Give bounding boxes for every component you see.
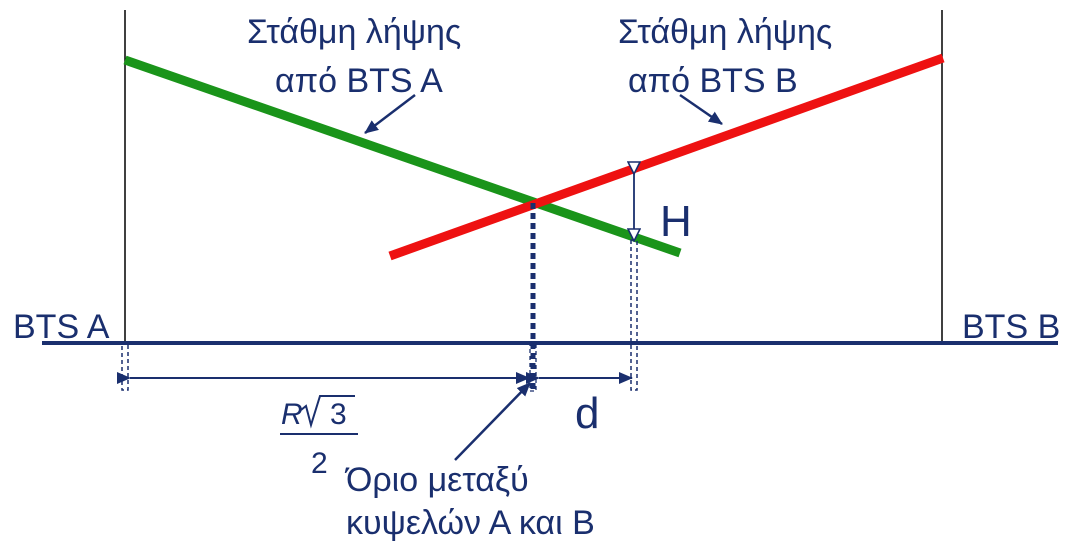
pointer-arrow-boundary <box>454 382 531 461</box>
pointer-arrow-level-b <box>679 93 723 126</box>
level-b-label-line2: από BTS B <box>628 62 798 100</box>
boundary-dotted-outline <box>529 342 537 392</box>
level-a-label-line1: Στάθμη λήψης <box>247 13 461 51</box>
hysteresis-dotted-line <box>630 239 638 391</box>
boundary-label-line1: Όριο μεταξύ <box>344 461 529 499</box>
signal-level-line-bts-b <box>388 53 945 261</box>
bts-b-label: BTS B <box>962 308 1060 346</box>
signal-level-line-bts-a <box>123 55 682 258</box>
bts-a-dotted-stub <box>121 343 129 391</box>
level-b-label-line1: Στάθμη λήψης <box>618 13 832 51</box>
fraction-numerator-three: 3 <box>330 398 347 431</box>
boundary-label-line2: κυψελών Α και Β <box>346 504 595 542</box>
fraction-numerator-r: R <box>281 398 303 431</box>
square-root-sign-icon <box>300 395 355 429</box>
pointer-arrow-level-a <box>364 94 416 134</box>
offset-d-label: d <box>575 389 599 438</box>
fraction-denominator: 2 <box>311 447 328 480</box>
hysteresis-label: H <box>660 197 692 246</box>
level-a-label-line2: από BTS A <box>275 62 443 100</box>
bts-a-label: BTS A <box>13 308 110 346</box>
